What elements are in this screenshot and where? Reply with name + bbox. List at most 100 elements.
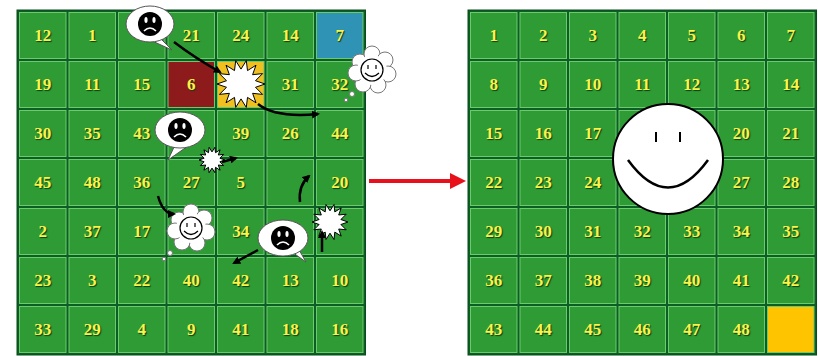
tile-number: 15	[485, 125, 502, 142]
number-tile: 37	[69, 209, 116, 255]
number-tile: 20	[317, 160, 364, 206]
number-tile: 19	[20, 62, 67, 108]
number-tile: 36	[119, 160, 166, 206]
number-tile: 42	[218, 258, 265, 304]
tile-number: 46	[634, 321, 651, 338]
tile-number: 26	[282, 125, 299, 142]
puzzle-tile	[718, 209, 765, 255]
number-tile: 40	[168, 258, 215, 304]
number-tile: 12	[669, 62, 716, 108]
puzzle-tile	[20, 258, 67, 304]
number-tile: 10	[570, 62, 617, 108]
tile-number: 32	[331, 76, 348, 93]
number-tile: 45	[570, 307, 617, 353]
number-tile: 22	[471, 160, 518, 206]
number-tile: 16	[520, 111, 567, 157]
puzzle-tile	[267, 160, 314, 206]
tile-number: 32	[634, 223, 651, 240]
tile-number: 27	[733, 174, 750, 191]
puzzle-tile	[267, 258, 314, 304]
puzzle-tile	[267, 13, 314, 59]
number-tile: 9	[168, 307, 215, 353]
number-tile: 3	[69, 258, 116, 304]
number-tile: 18	[267, 307, 314, 353]
tile-number: 13	[733, 76, 750, 93]
number-tile: 13	[267, 258, 314, 304]
number-tile: 35	[768, 209, 815, 255]
tile-number: 20	[331, 174, 348, 191]
number-tile: 2	[20, 209, 67, 255]
puzzle-tile	[768, 13, 815, 59]
tile-number: 24	[584, 174, 601, 191]
tile-number: 6	[187, 76, 196, 93]
number-tile: 47	[669, 307, 716, 353]
tile-number: 44	[331, 125, 348, 142]
puzzle-tile	[69, 209, 116, 255]
puzzle-tile	[218, 209, 265, 255]
tile-number: 22	[133, 272, 150, 289]
tile-number: 14	[782, 76, 799, 93]
tile-number: 4	[138, 321, 147, 338]
number-tile: 31	[570, 209, 617, 255]
puzzle-tile	[768, 62, 815, 108]
puzzle-tile	[669, 258, 716, 304]
puzzle-tile	[69, 13, 116, 59]
number-tile: 30	[20, 111, 67, 157]
puzzle-tile	[267, 111, 314, 157]
tile-number: 47	[683, 321, 700, 338]
tile-number: 30	[34, 125, 51, 142]
puzzle-tile	[168, 258, 215, 304]
puzzle-tile	[218, 258, 265, 304]
puzzle-tile	[317, 111, 364, 157]
puzzle-tile	[718, 13, 765, 59]
number-tile: 44	[317, 111, 364, 157]
puzzle-tile	[619, 258, 666, 304]
clash-burst	[217, 61, 265, 108]
sad-bubble	[155, 112, 205, 160]
number-tile: 9	[520, 62, 567, 108]
puzzle-tile	[119, 62, 166, 108]
happy-bubble	[344, 46, 396, 102]
puzzle-tile	[69, 160, 116, 206]
tile-number: 44	[535, 321, 552, 338]
puzzle-tile	[520, 258, 567, 304]
tile-number: 17	[133, 223, 150, 240]
puzzle-tile	[520, 209, 567, 255]
number-tile: 3	[570, 13, 617, 59]
puzzle-tile	[520, 62, 567, 108]
puzzle-tile	[570, 209, 617, 255]
puzzle-tile	[570, 307, 617, 353]
puzzle-tile	[20, 111, 67, 157]
puzzle-tile	[317, 307, 364, 353]
puzzle-tile	[119, 209, 166, 255]
puzzle-tile	[168, 209, 215, 255]
tile-number: 35	[84, 125, 101, 142]
number-tile: 40	[669, 258, 716, 304]
tile-number: 45	[584, 321, 601, 338]
puzzle-tile	[317, 13, 364, 59]
tile-number: 48	[84, 174, 101, 191]
tile-number: 16	[535, 125, 552, 142]
puzzle-tile	[619, 307, 666, 353]
number-tile: 43	[119, 111, 166, 157]
number-tile: 44	[520, 307, 567, 353]
tile-number: 5	[237, 174, 246, 191]
puzzle-tile	[570, 111, 617, 157]
puzzle-tile	[267, 307, 314, 353]
tile-number: 2	[39, 223, 48, 240]
puzzle-tile	[768, 258, 815, 304]
number-tile: 4	[119, 307, 166, 353]
number-tile: 17	[119, 209, 166, 255]
tile-number: 29	[84, 321, 101, 338]
tile-number: 12	[683, 76, 700, 93]
tile-number: 10	[331, 272, 348, 289]
number-tile: 22	[119, 258, 166, 304]
number-tile: 33	[669, 209, 716, 255]
tile-number: 7	[336, 27, 345, 44]
number-tile: 27	[168, 160, 215, 206]
big-smiley	[613, 104, 723, 214]
tile-number: 31	[282, 76, 299, 93]
tile-number: 33	[683, 223, 700, 240]
tile-number: 1	[490, 27, 499, 44]
puzzle-tile	[619, 13, 666, 59]
